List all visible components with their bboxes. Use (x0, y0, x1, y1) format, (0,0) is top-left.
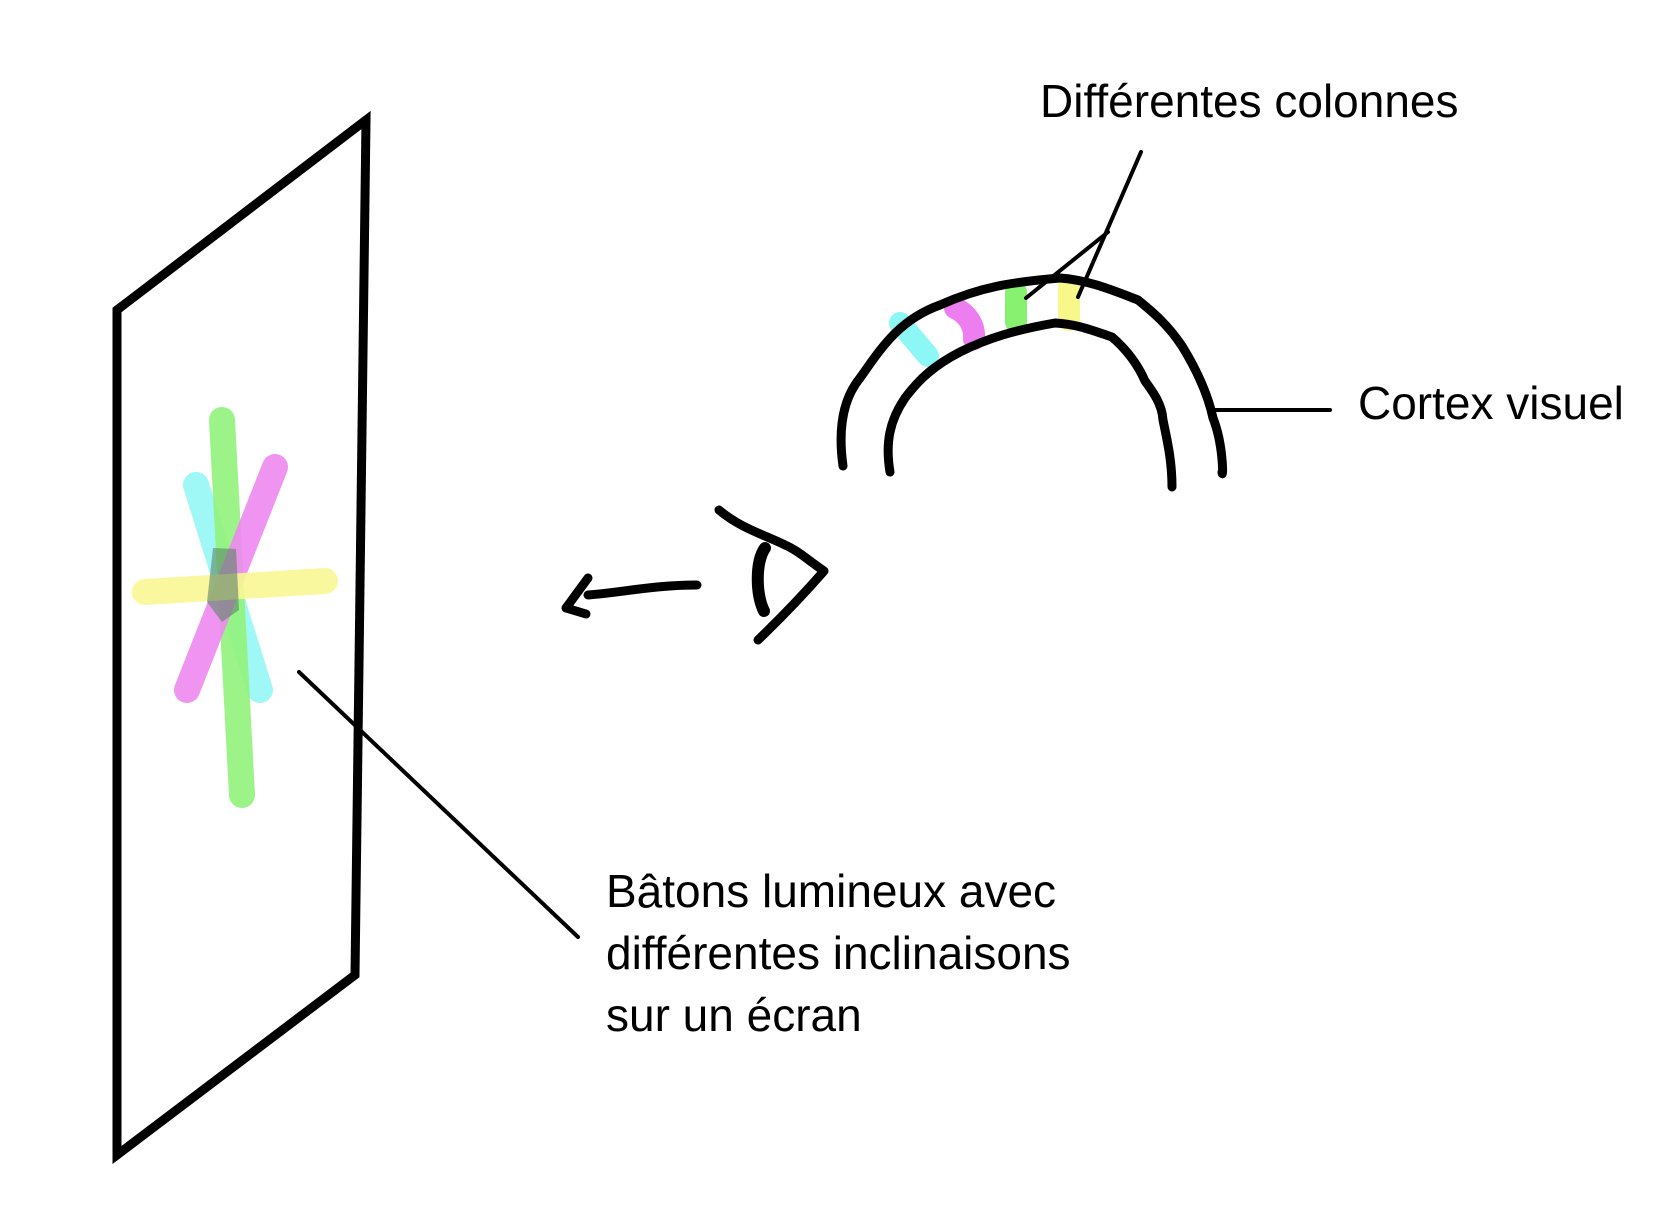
bars-label: Bâtons lumineux avec différentes inclina… (606, 860, 1071, 1046)
columns-label-leaders (1024, 150, 1143, 300)
visual-cortex (836, 273, 1228, 492)
bar-overlap (207, 548, 239, 622)
bars-label-line-2: différentes inclinaisons (606, 927, 1071, 979)
bars-label-leader (297, 670, 580, 939)
double-arrow-icon (561, 573, 702, 619)
eye-icon (714, 505, 829, 645)
cortex-inner-contour (883, 318, 1177, 492)
bars-label-line-3: sur un écran (606, 989, 862, 1041)
light-bars (132, 407, 338, 808)
screen-panel (112, 110, 371, 1165)
columns-label: Différentes colonnes (1040, 75, 1459, 127)
cortex-label: Cortex visuel (1358, 377, 1624, 429)
cortex-outer-contour (836, 273, 1228, 479)
bars-label-line-1: Bâtons lumineux avec (606, 865, 1057, 917)
